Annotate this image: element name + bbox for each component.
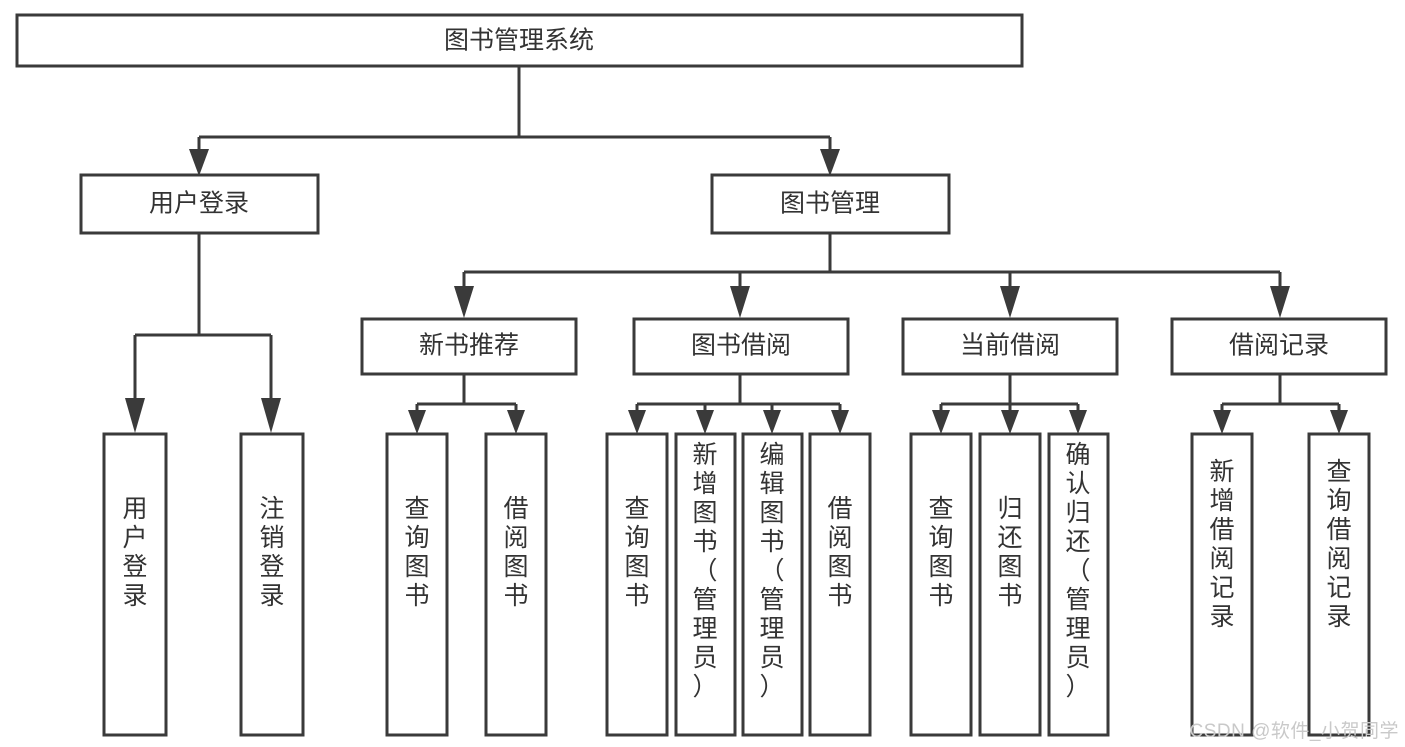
arrowhead-new-book-rec	[454, 286, 474, 318]
arrowhead-return-book	[1001, 410, 1019, 434]
node-current-borrow-label: 当前借阅	[960, 332, 1060, 360]
node-leaf-user-logout[interactable]: 注销登录	[239, 432, 305, 737]
arrowhead-query-record	[1330, 410, 1348, 434]
arrowhead-query-book-1	[408, 410, 426, 434]
node-user-login[interactable]: 用户登录	[79, 173, 320, 235]
node-leaf-add-book-box[interactable]	[674, 432, 737, 737]
node-borrow-record-box[interactable]	[1170, 317, 1388, 376]
node-current-borrow-box[interactable]	[901, 317, 1119, 376]
node-leaf-confirm-return[interactable]: 确认归还（管理员）	[1047, 432, 1110, 737]
arrowhead-book-borrow	[730, 286, 750, 318]
node-user-login-label: 用户登录	[149, 190, 249, 218]
node-new-book-rec-box[interactable]	[360, 317, 578, 376]
arrowhead-confirm-return	[1069, 410, 1087, 434]
node-leaf-return-book-box[interactable]	[978, 432, 1042, 737]
node-user-login-box[interactable]	[79, 173, 320, 235]
node-leaf-borrow-book-1-label: 借阅图书	[503, 495, 528, 610]
node-leaf-query-book-2[interactable]: 查询图书	[605, 432, 669, 737]
node-leaf-query-book-3-label: 查询图书	[928, 495, 953, 610]
arrowhead-borrow-book-2	[831, 410, 849, 434]
node-borrow-record[interactable]: 借阅记录	[1170, 317, 1388, 376]
node-root-box[interactable]	[15, 13, 1024, 68]
arrowhead-current-borrow	[1000, 286, 1020, 318]
node-root[interactable]: 图书管理系统	[15, 13, 1024, 68]
node-leaf-query-record[interactable]: 查询借阅记录	[1307, 432, 1371, 737]
arrowhead-user-login	[189, 149, 209, 176]
node-book-admin-box[interactable]	[710, 173, 951, 235]
node-leaf-return-book-label: 归还图书	[997, 495, 1022, 610]
node-root-label: 图书管理系统	[444, 27, 594, 55]
node-leaf-borrow-book-1[interactable]: 借阅图书	[484, 432, 548, 737]
node-new-book-rec-label: 新书推荐	[419, 332, 519, 360]
node-new-book-rec[interactable]: 新书推荐	[360, 317, 578, 376]
node-leaf-query-book-2-label: 查询图书	[624, 495, 649, 610]
arrowhead-add-record	[1213, 410, 1231, 434]
node-leaf-user-login[interactable]: 用户登录	[102, 432, 168, 737]
node-book-borrow[interactable]: 图书借阅	[632, 317, 850, 376]
node-current-borrow[interactable]: 当前借阅	[901, 317, 1119, 376]
node-leaf-user-logout-box[interactable]	[239, 432, 305, 737]
node-leaf-query-book-3[interactable]: 查询图书	[909, 432, 973, 737]
node-leaf-borrow-book-2-box[interactable]	[808, 432, 872, 737]
node-leaf-confirm-return-label: 确认归还（管理员）	[1065, 441, 1090, 701]
node-leaf-query-book-1-label: 查询图书	[404, 495, 429, 610]
arrowhead-edit-book	[763, 410, 781, 434]
node-leaf-edit-book-box[interactable]	[741, 432, 804, 737]
arrowhead-borrow-record	[1270, 286, 1290, 318]
node-leaf-borrow-book-2-label: 借阅图书	[827, 495, 852, 610]
node-leaf-query-book-3-box[interactable]	[909, 432, 973, 737]
node-leaf-add-record-label: 新增借阅记录	[1209, 458, 1234, 631]
node-leaf-add-book-label: 新增图书（管理员）	[692, 441, 717, 701]
arrowhead-leaf-user-login	[125, 398, 145, 433]
arrowhead-book-admin	[820, 149, 840, 176]
node-borrow-record-label: 借阅记录	[1229, 332, 1329, 360]
node-leaf-edit-book[interactable]: 编辑图书（管理员）	[741, 432, 804, 737]
node-book-borrow-label: 图书借阅	[691, 332, 791, 360]
arrowhead-query-book-2	[628, 410, 646, 434]
arrowhead-query-book-3	[932, 410, 950, 434]
node-book-admin-label: 图书管理	[780, 190, 880, 218]
node-leaf-query-book-1-box[interactable]	[385, 432, 449, 737]
node-book-borrow-box[interactable]	[632, 317, 850, 376]
node-leaf-query-record-label: 查询借阅记录	[1326, 458, 1351, 631]
node-leaf-add-book[interactable]: 新增图书（管理员）	[674, 432, 737, 737]
arrowhead-add-book	[696, 410, 714, 434]
node-book-admin[interactable]: 图书管理	[710, 173, 951, 235]
node-leaf-confirm-return-box[interactable]	[1047, 432, 1110, 737]
connector-layer	[125, 66, 1348, 434]
node-leaf-query-book-2-box[interactable]	[605, 432, 669, 737]
node-leaf-user-login-label: 用户登录	[122, 495, 147, 610]
node-leaf-return-book[interactable]: 归还图书	[978, 432, 1042, 737]
node-leaf-query-book-1[interactable]: 查询图书	[385, 432, 449, 737]
node-leaf-user-login-box[interactable]	[102, 432, 168, 737]
node-leaf-edit-book-label: 编辑图书（管理员）	[759, 441, 784, 701]
node-leaf-borrow-book-2[interactable]: 借阅图书	[808, 432, 872, 737]
arrowhead-borrow-book-1	[507, 410, 525, 434]
node-leaf-query-record-box[interactable]	[1307, 432, 1371, 737]
arrowhead-leaf-user-logout	[261, 398, 281, 433]
node-leaf-add-record-box[interactable]	[1190, 432, 1254, 737]
node-leaf-add-record[interactable]: 新增借阅记录	[1190, 432, 1254, 737]
node-leaf-user-logout-label: 注销登录	[259, 495, 284, 610]
node-leaf-borrow-book-1-box[interactable]	[484, 432, 548, 737]
